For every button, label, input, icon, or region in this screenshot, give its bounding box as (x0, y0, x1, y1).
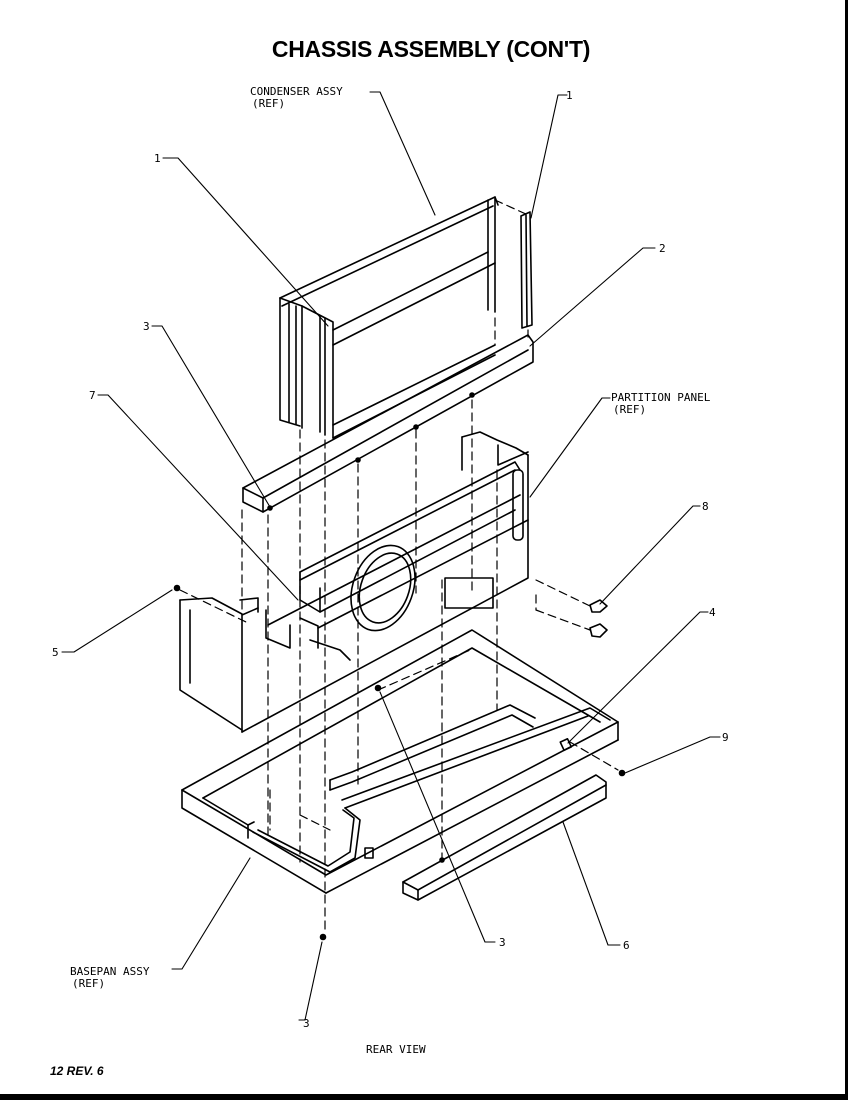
callout-3-bottom: 3 (303, 1017, 310, 1030)
callout-1-right: 1 (566, 89, 573, 102)
callout-3-mid: 3 (499, 936, 506, 949)
basepan-assy-label: BASEPAN ASSY (70, 965, 150, 978)
scan-edge-right (845, 0, 848, 1100)
partition-panel-part (179, 431, 529, 733)
basepan-assy-part (181, 629, 619, 894)
callout-9: 9 (722, 731, 729, 744)
part-6-bar (402, 774, 607, 901)
partition-ref-label: (REF) (613, 403, 646, 416)
callout-6: 6 (623, 939, 630, 952)
view-caption: REAR VIEW (366, 1043, 426, 1056)
condenser-assy-part (279, 196, 533, 439)
alignment-lines (179, 199, 619, 934)
callout-1-left: 1 (154, 152, 161, 165)
basepan-ref-label: (REF) (72, 977, 105, 990)
condenser-ref-label: (REF) (252, 97, 285, 110)
callout-5: 5 (52, 646, 59, 659)
page-footer: 12 REV. 6 (50, 1064, 104, 1078)
callout-4: 4 (709, 606, 716, 619)
part-2-bracket (242, 334, 534, 513)
callout-7: 7 (89, 389, 96, 402)
scan-edge-bottom (0, 1094, 848, 1100)
condenser-assy-label: CONDENSER ASSY (250, 85, 343, 98)
callout-8: 8 (702, 500, 709, 513)
partition-panel-label: PARTITION PANEL (611, 391, 711, 404)
leader-lines (61, 91, 721, 1021)
callout-2: 2 (659, 242, 666, 255)
callout-3-top: 3 (143, 320, 150, 333)
page-title: CHASSIS ASSEMBLY (CON'T) (271, 36, 591, 62)
part-labels: CONDENSER ASSY (REF) PARTITION PANEL (RE… (52, 85, 729, 1030)
